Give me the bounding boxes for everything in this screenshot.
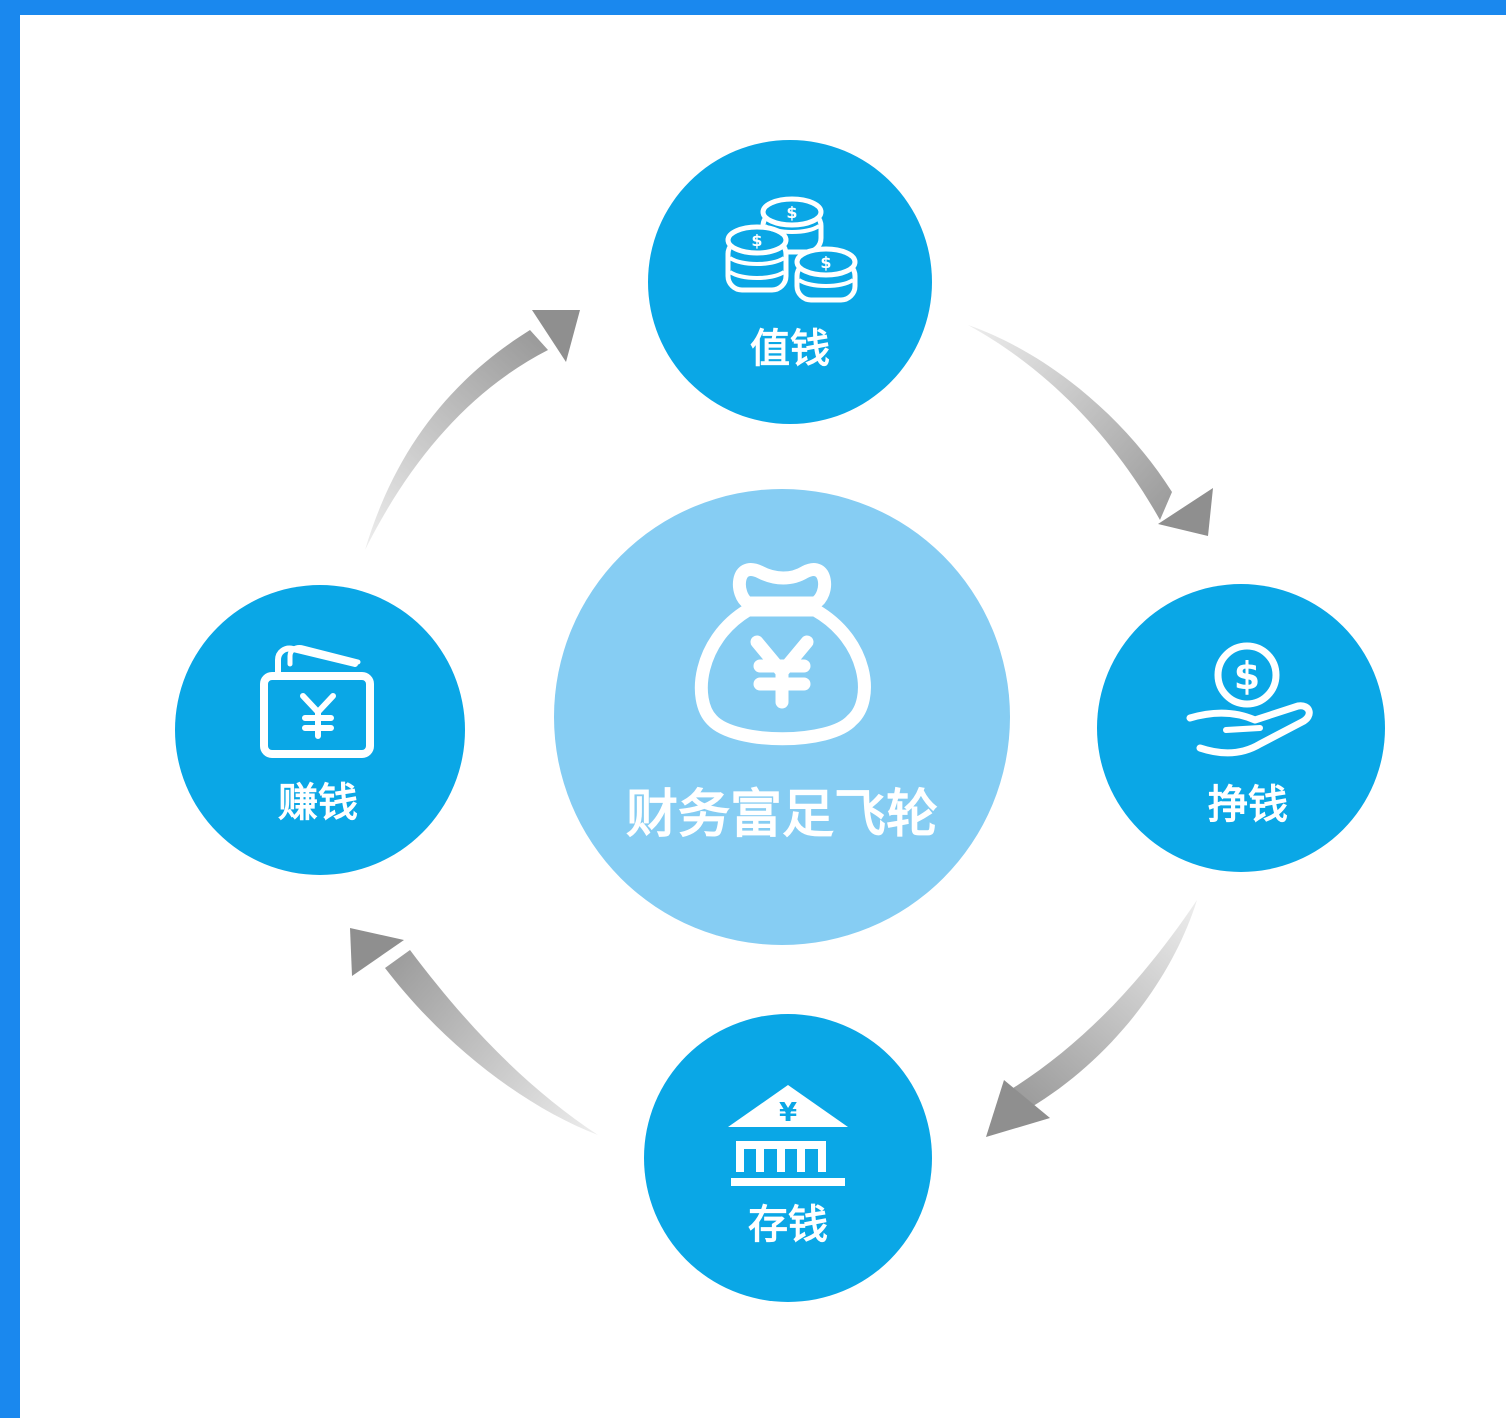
- bank-yuan-icon: ¥: [728, 1085, 848, 1186]
- center-hub: 财务富足飞轮: [554, 489, 1010, 945]
- center-circle: [554, 489, 1010, 945]
- arrow-left-to-top: [365, 310, 580, 550]
- svg-text:$: $: [1234, 654, 1260, 698]
- arrow-right-to-bottom: [986, 900, 1197, 1137]
- arrow-top-to-right: [968, 325, 1213, 536]
- node-right: $ 挣钱: [1097, 584, 1385, 872]
- node-top: $ $ $ 值钱: [648, 140, 932, 424]
- wallet-yuan-icon: [260, 645, 374, 758]
- node-bottom-circle: [644, 1014, 932, 1302]
- svg-text:$: $: [786, 203, 797, 222]
- coin-stacks-icon: $ $ $: [725, 196, 858, 303]
- money-bag-yuan-icon: [694, 563, 871, 746]
- center-title: 财务富足飞轮: [626, 785, 938, 845]
- node-bottom: ¥ 存钱: [644, 1014, 932, 1302]
- svg-text:$: $: [751, 231, 762, 250]
- svg-text:¥: ¥: [779, 1098, 797, 1128]
- node-bottom-label: 存钱: [748, 1202, 828, 1248]
- node-left-label: 赚钱: [278, 780, 358, 826]
- svg-text:$: $: [820, 253, 831, 272]
- hand-dollar-icon: $: [1186, 642, 1313, 757]
- node-top-label: 值钱: [750, 326, 830, 372]
- arrow-bottom-to-left: [350, 928, 598, 1135]
- node-top-circle: [648, 140, 932, 424]
- node-right-label: 挣钱: [1208, 782, 1288, 828]
- node-left: 赚钱: [175, 585, 465, 875]
